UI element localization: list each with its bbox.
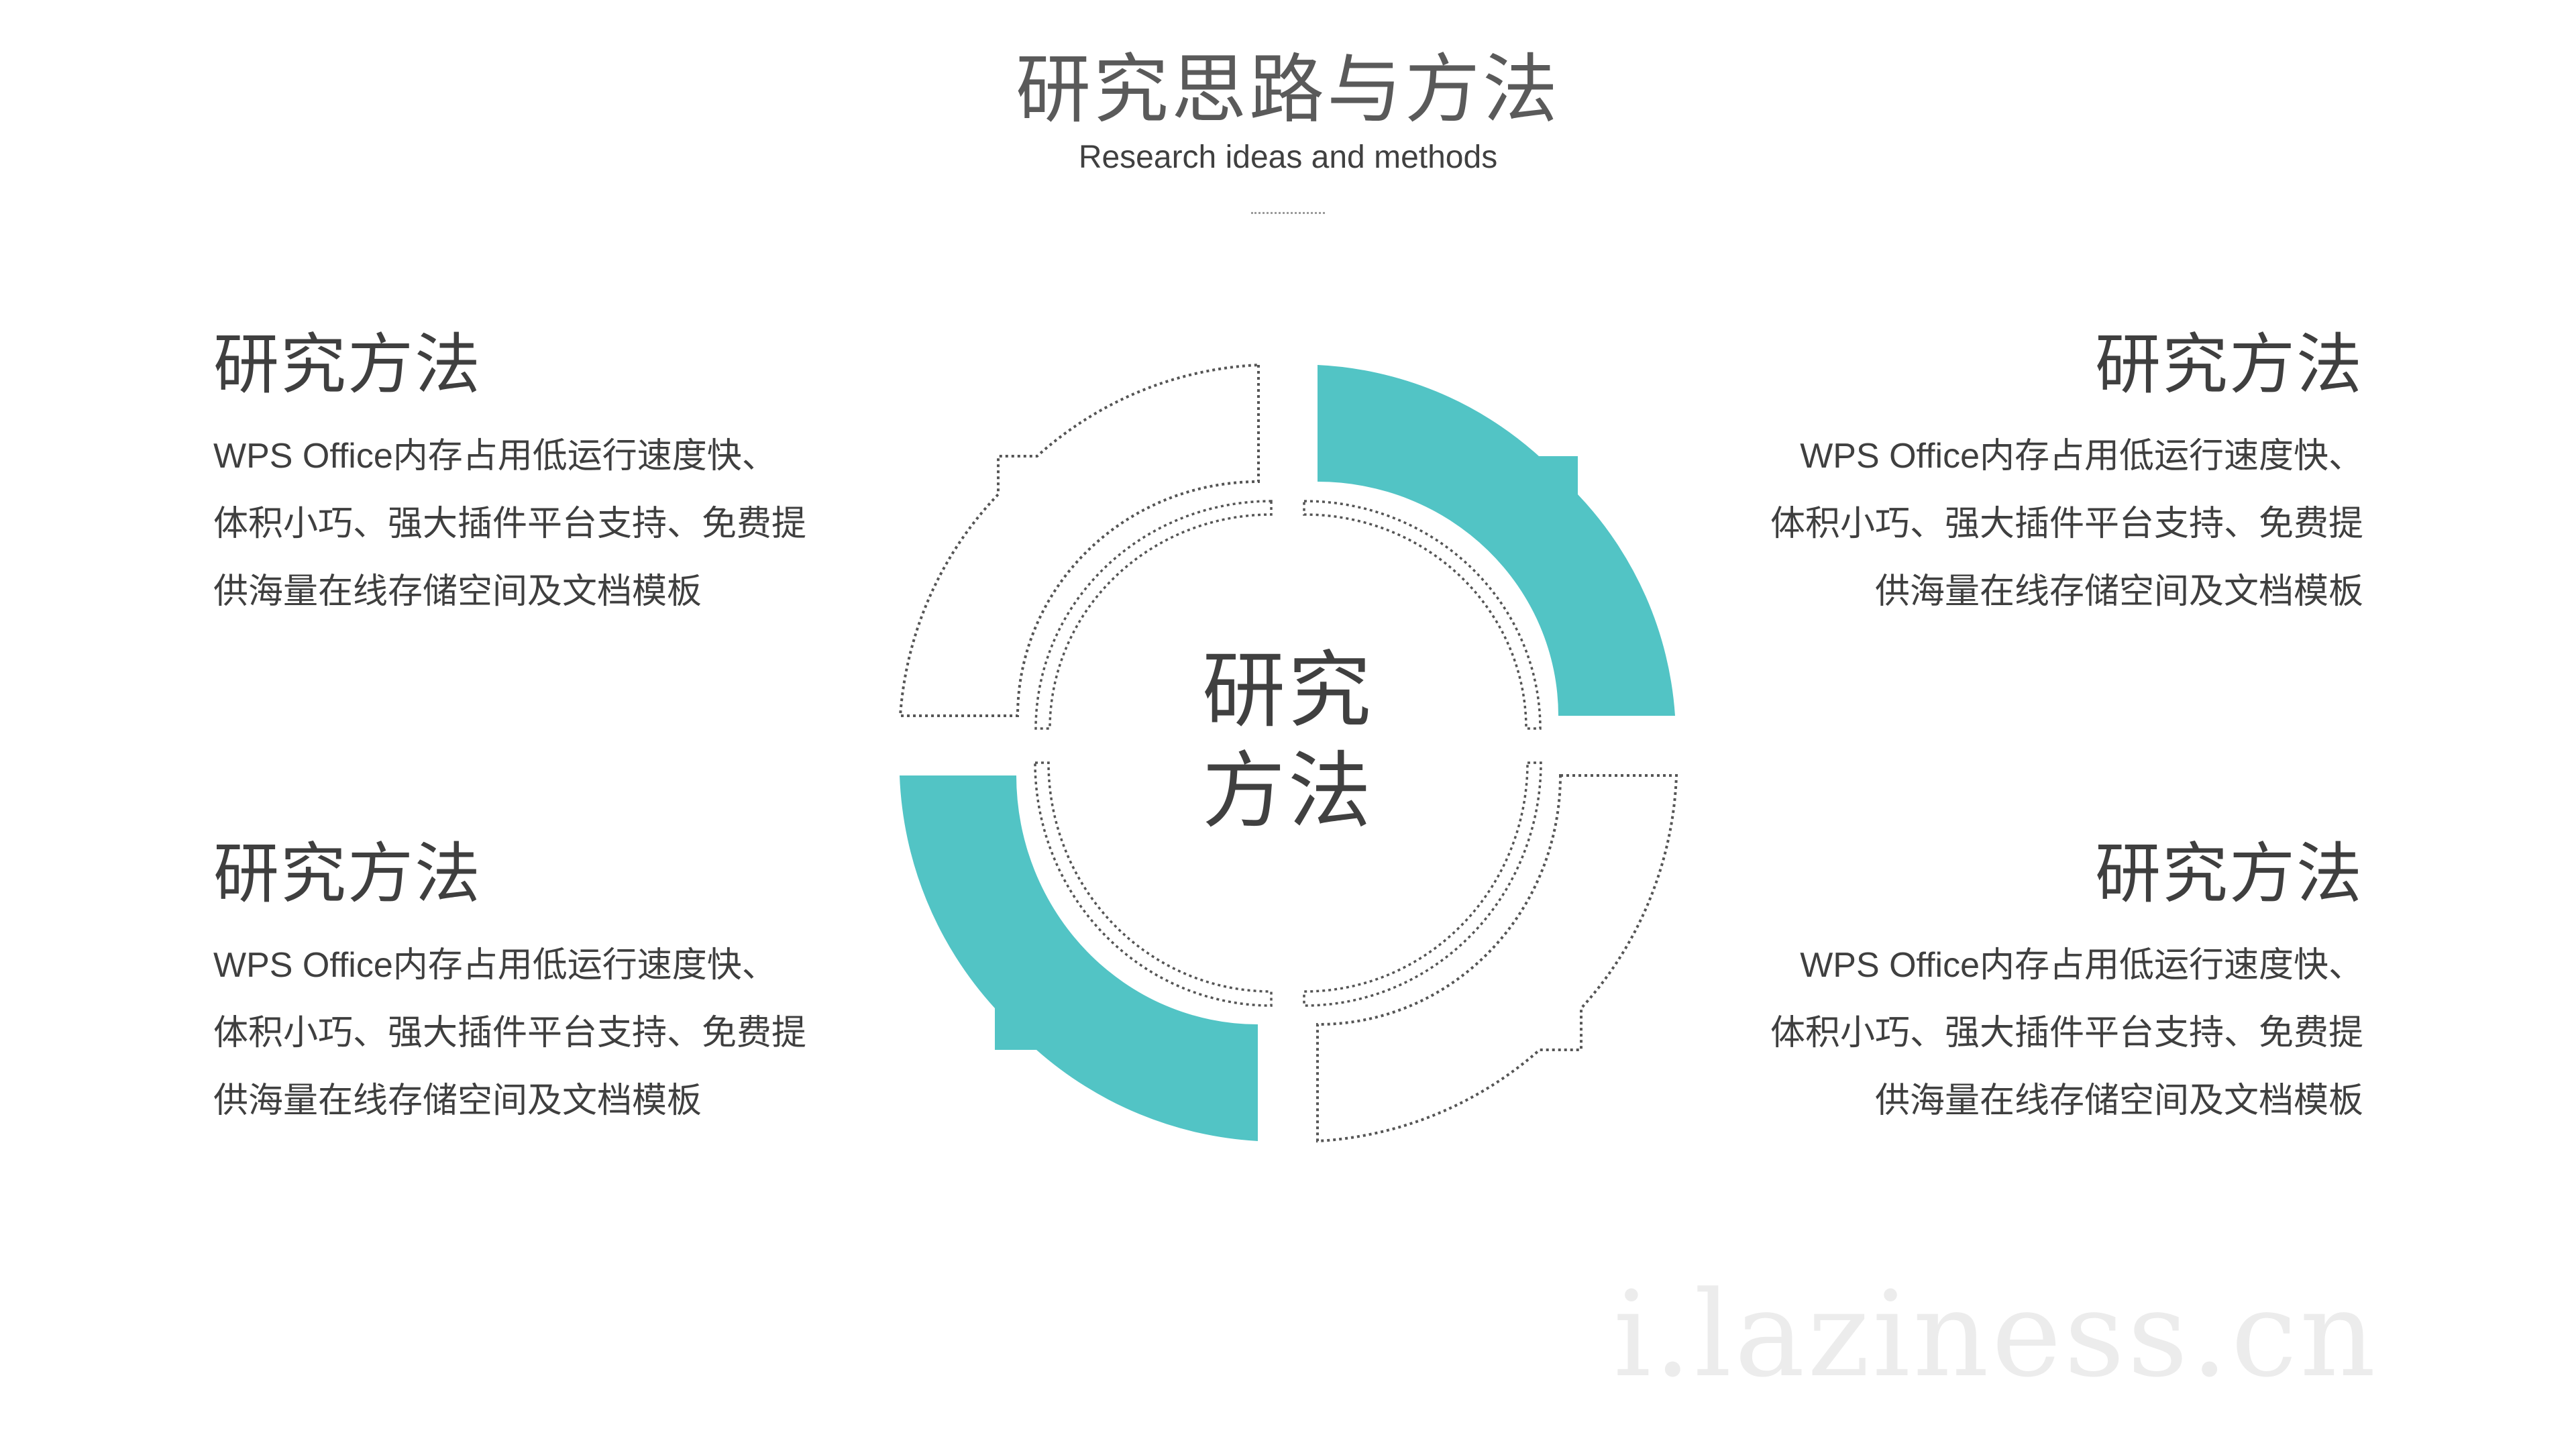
block-line: 供海量在线存储空间及文档模板	[213, 1081, 702, 1120]
block-heading: 研究方法	[213, 327, 482, 401]
block-body: WPS Office内存占用低运行速度快、 体积小巧、强大插件平台支持、免费提 …	[213, 423, 884, 626]
text-block-bottom-right: 研究方法 WPS Office内存占用低运行速度快、 体积小巧、强大插件平台支持…	[1693, 837, 2363, 1135]
block-line: WPS Office内存占用低运行速度快、	[213, 437, 777, 476]
inner-ring-bottom-left	[1034, 761, 1273, 1007]
inner-ring-bottom-right	[1303, 761, 1542, 1007]
block-heading: 研究方法	[2094, 327, 2363, 401]
text-block-top-right: 研究方法 WPS Office内存占用低运行速度快、 体积小巧、强大插件平台支持…	[1693, 327, 2363, 626]
block-line: WPS Office内存占用低运行速度快、	[213, 946, 777, 985]
block-heading: 研究方法	[213, 837, 482, 910]
block-line: WPS Office内存占用低运行速度快、	[1800, 437, 2363, 476]
block-body: WPS Office内存占用低运行速度快、 体积小巧、强大插件平台支持、免费提 …	[213, 932, 884, 1135]
center-label: 研究 方法	[1187, 641, 1389, 842]
center-label-line2: 方法	[1201, 745, 1374, 838]
block-body: WPS Office内存占用低运行速度快、 体积小巧、强大插件平台支持、免费提 …	[1693, 932, 2363, 1135]
block-line: 供海量在线存储空间及文档模板	[1874, 1081, 2363, 1120]
segment-top-right[interactable]	[1318, 365, 1675, 716]
block-line: 体积小巧、强大插件平台支持、免费提	[1770, 1014, 2363, 1053]
block-body: WPS Office内存占用低运行速度快、 体积小巧、强大插件平台支持、免费提 …	[1693, 423, 2363, 626]
block-line: 体积小巧、强大插件平台支持、免费提	[213, 504, 807, 543]
page-subtitle: Research ideas and methods	[1078, 140, 1498, 175]
segment-bottom-right[interactable]	[1316, 774, 1678, 1143]
block-line: 体积小巧、强大插件平台支持、免费提	[1770, 504, 2363, 543]
block-line: WPS Office内存占用低运行速度快、	[1800, 946, 2363, 985]
text-block-top-left: 研究方法 WPS Office内存占用低运行速度快、 体积小巧、强大插件平台支持…	[213, 327, 884, 626]
inner-ring-top-right	[1303, 500, 1542, 730]
watermark: i.laziness.cn	[1613, 1266, 2379, 1403]
title-divider	[1251, 212, 1325, 214]
block-heading: 研究方法	[2094, 837, 2363, 910]
segment-bottom-left[interactable]	[900, 775, 1258, 1141]
block-line: 体积小巧、强大插件平台支持、免费提	[213, 1014, 807, 1053]
text-block-bottom-left: 研究方法 WPS Office内存占用低运行速度快、 体积小巧、强大插件平台支持…	[213, 837, 884, 1135]
center-label-line1: 研究	[1201, 645, 1374, 737]
block-line: 供海量在线存储空间及文档模板	[213, 572, 702, 611]
inner-ring-top-left	[1034, 500, 1273, 730]
page-title: 研究思路与方法	[1016, 48, 1560, 131]
block-line: 供海量在线存储空间及文档模板	[1874, 572, 2363, 611]
